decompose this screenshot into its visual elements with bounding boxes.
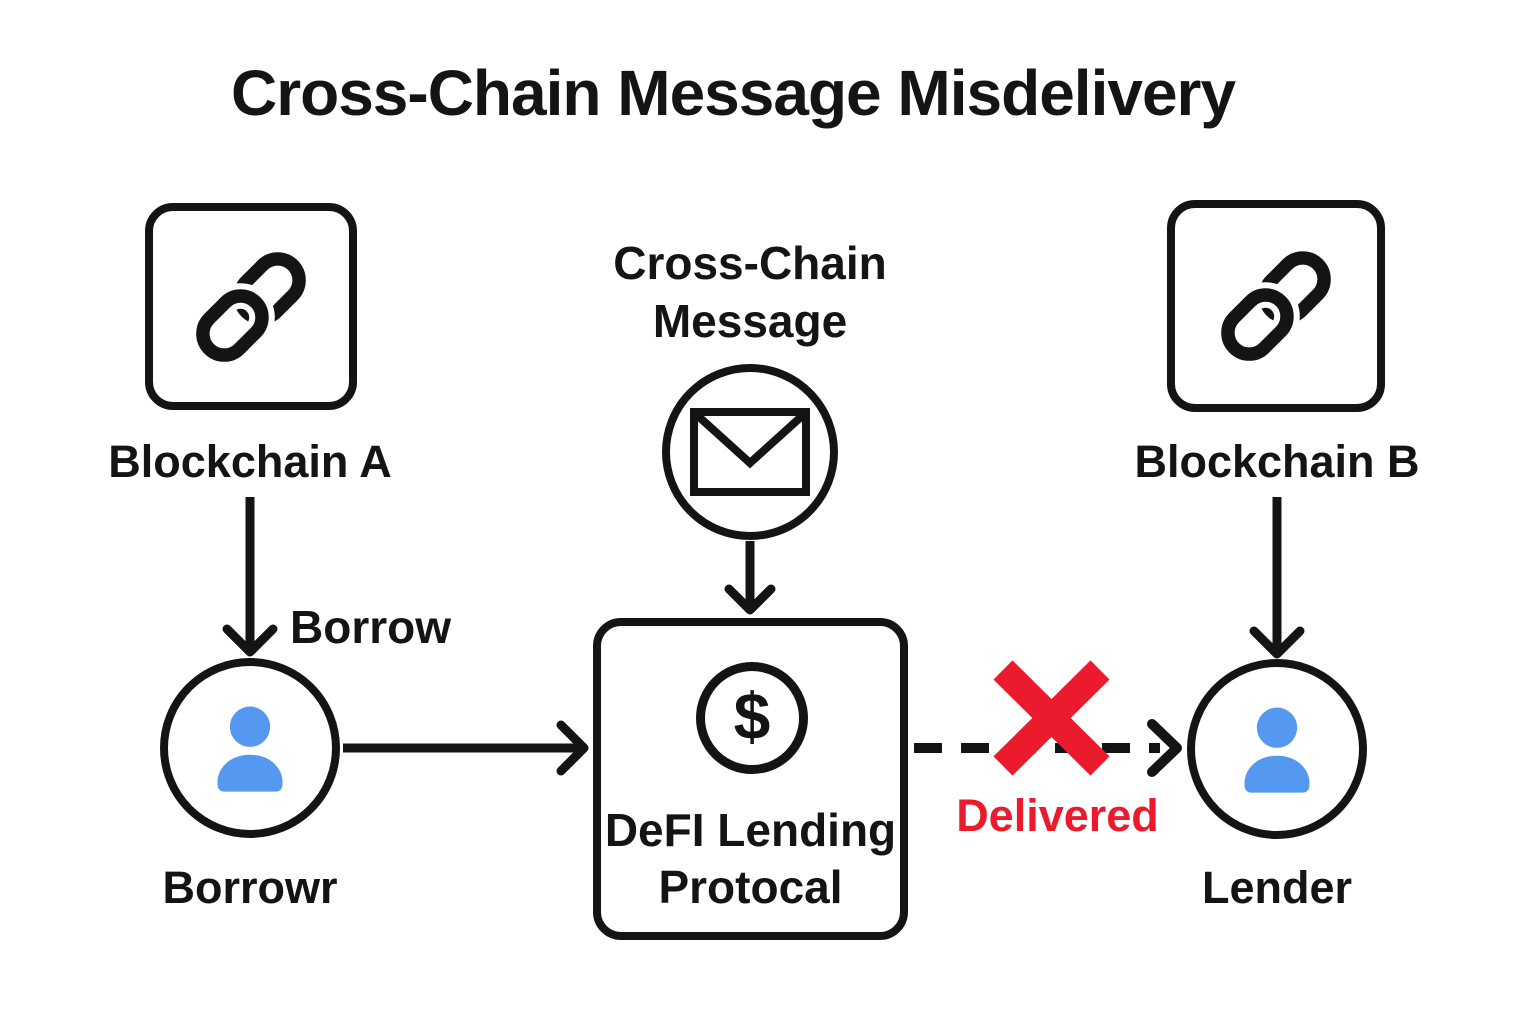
page-title: Cross-Chain Message Misdelivery [230, 57, 1236, 129]
lender-node [1187, 659, 1367, 839]
borrow-edge-label: Borrow [290, 601, 451, 653]
person-icon [217, 706, 283, 792]
dollar-icon: $ [696, 662, 808, 774]
cross-chain-message-label-line2: Message [652, 295, 848, 347]
arrow-borrower-to-protocol [343, 720, 589, 776]
blockchain-a-node [145, 203, 357, 410]
arrow-blockchain-b-to-lender [1249, 497, 1305, 659]
blockchain-b-node [1167, 200, 1385, 412]
cross-chain-message-node [662, 364, 838, 540]
dollar-glyph: $ [733, 679, 771, 753]
chain-link-icon [1215, 251, 1331, 367]
cross-chain-message-label: Cross-Chain Message [560, 234, 940, 350]
defi-label-line1: DeFI Lending [604, 804, 897, 856]
borrower-label: Borrowr [162, 862, 338, 913]
defi-label-line2: Protocal [658, 861, 843, 913]
defi-lending-protocol-label: DeFI Lending Protocal [601, 802, 900, 916]
cross-chain-message-label-line1: Cross-Chain [613, 237, 887, 289]
arrow-protocol-to-lender-dashed [914, 719, 1182, 777]
envelope-icon [690, 408, 810, 496]
borrower-node [160, 658, 340, 838]
arrow-message-to-protocol [724, 541, 776, 615]
blockchain-b-label: Blockchain B [1134, 436, 1420, 487]
delivered-edge-label: Delivered [956, 790, 1159, 841]
person-icon [1244, 707, 1310, 793]
arrow-blockchain-a-to-borrower [222, 497, 278, 657]
lender-label: Lender [1201, 862, 1353, 913]
misdelivery-x-icon [993, 660, 1110, 776]
blockchain-a-label: Blockchain A [108, 436, 392, 487]
defi-lending-protocol-node: $ DeFI Lending Protocal [593, 618, 908, 940]
chain-link-icon [190, 251, 306, 368]
